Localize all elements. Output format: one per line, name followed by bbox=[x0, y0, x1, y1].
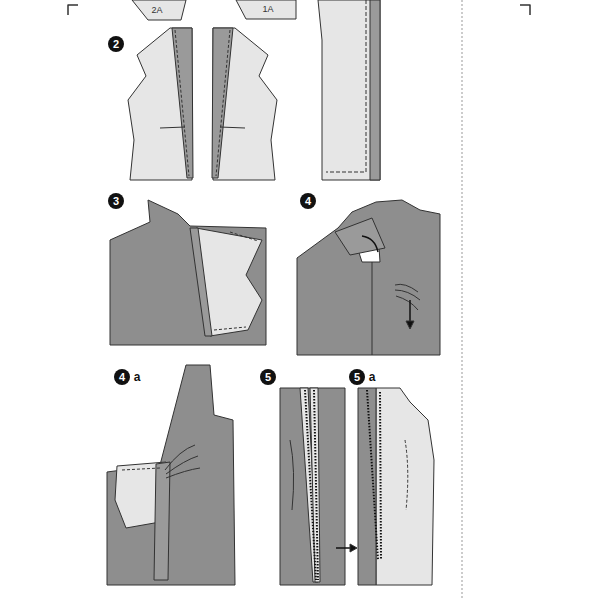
gather-lines bbox=[395, 284, 420, 310]
callout-number: 4 bbox=[300, 193, 316, 209]
pattern-piece bbox=[236, 0, 296, 19]
front-piece bbox=[213, 28, 277, 180]
center-line bbox=[372, 262, 373, 355]
front-piece bbox=[128, 28, 192, 180]
callout-number: 3 bbox=[108, 193, 124, 209]
dart-line bbox=[290, 440, 294, 510]
gather-lines bbox=[165, 445, 200, 478]
callout-number: 2 bbox=[108, 36, 124, 52]
bodice-piece bbox=[110, 200, 266, 345]
turn-arrow bbox=[362, 236, 378, 252]
callout-number: 4 bbox=[114, 369, 130, 385]
collar-facing bbox=[172, 28, 193, 178]
facing-strip bbox=[318, 0, 380, 180]
dart-line bbox=[160, 127, 185, 128]
bodice-piece bbox=[297, 200, 440, 355]
dart-line bbox=[405, 440, 408, 510]
pattern-piece bbox=[132, 0, 186, 20]
zipper-teeth bbox=[380, 392, 381, 560]
part-label: 1A bbox=[262, 5, 273, 14]
stitch-line bbox=[214, 232, 258, 330]
callout-number: 5 bbox=[349, 369, 365, 385]
arrow-head bbox=[406, 321, 414, 329]
stitch-line bbox=[122, 468, 160, 470]
arrow-head bbox=[350, 544, 357, 552]
corner-mark bbox=[68, 5, 78, 15]
stitch-line bbox=[326, 0, 366, 172]
stitch-line bbox=[175, 30, 189, 176]
back-piece bbox=[280, 388, 345, 585]
part-label: a bbox=[369, 371, 376, 383]
fold-strip bbox=[154, 462, 170, 580]
callout-number: 5 bbox=[260, 369, 276, 385]
back-piece bbox=[376, 388, 434, 585]
dart-line bbox=[220, 127, 245, 128]
part-label: a bbox=[134, 371, 141, 383]
collar-facing bbox=[212, 28, 233, 178]
part-label: 2A bbox=[151, 6, 162, 15]
fold-strip bbox=[190, 228, 212, 336]
facing-fold bbox=[370, 0, 380, 180]
zipper-teeth bbox=[367, 390, 378, 560]
zipper-teeth bbox=[305, 390, 318, 580]
front-left bbox=[128, 28, 193, 180]
stitch-line bbox=[216, 30, 230, 176]
cut-line bbox=[462, 0, 463, 600]
illustration-group bbox=[68, 0, 530, 600]
front-right bbox=[212, 28, 277, 180]
corner-mark bbox=[520, 5, 530, 15]
bodice-piece bbox=[107, 365, 235, 585]
collar-fold bbox=[335, 218, 385, 255]
